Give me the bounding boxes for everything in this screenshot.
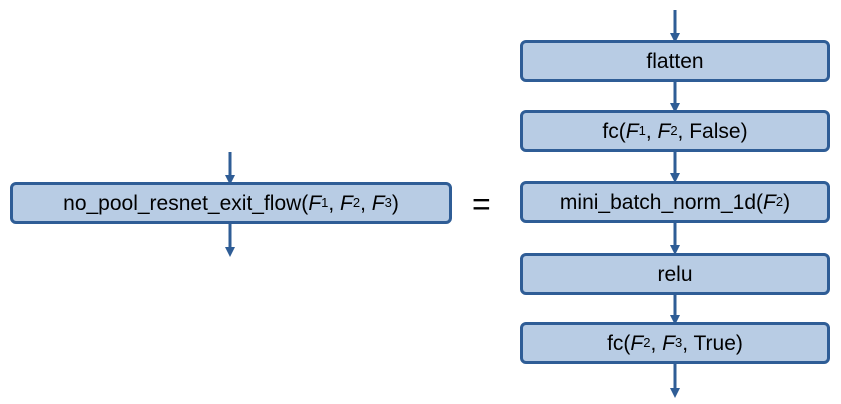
sep: , — [360, 191, 372, 215]
sep: , — [650, 331, 663, 355]
arg-f2: F — [340, 191, 353, 215]
arg-f: F — [625, 119, 639, 143]
step-label-prefix: fc( — [607, 331, 631, 355]
equals-sign: = — [472, 186, 491, 222]
step-relu: relu — [520, 253, 830, 295]
step-label-suffix: , True) — [682, 331, 743, 355]
sep: , — [328, 191, 341, 215]
arg-f1: F — [308, 191, 322, 215]
step-label-prefix: mini_batch_norm_1d( — [559, 190, 764, 214]
step-label-suffix: , False) — [677, 119, 748, 143]
sep: , — [645, 119, 658, 143]
arg-f: F — [657, 119, 671, 143]
arg-f: F — [630, 331, 644, 355]
arg-f: F — [662, 331, 675, 355]
step-flatten: flatten — [520, 40, 830, 82]
step-label: relu — [657, 262, 693, 286]
block-label-suffix: ) — [391, 191, 399, 215]
arg-f: F — [763, 190, 776, 214]
step-label-suffix: ) — [783, 190, 791, 214]
step-label: flatten — [646, 49, 704, 73]
step-label-prefix: fc( — [602, 119, 626, 143]
arg-f3: F — [371, 191, 385, 215]
block-label-prefix: no_pool_resnet_exit_flow( — [63, 191, 309, 215]
